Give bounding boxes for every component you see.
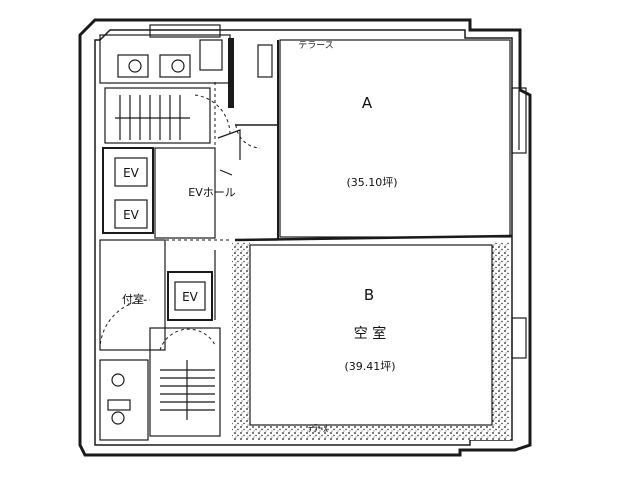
office-b-status: 空 室 — [354, 325, 386, 342]
speckle-band-bottom — [232, 424, 510, 440]
stair-enclosure — [104, 87, 211, 144]
office-b-area — [249, 244, 493, 426]
outer-walls — [78, 18, 532, 457]
sink-fixture — [199, 39, 223, 71]
elevator-label-1: EV — [123, 166, 140, 180]
elevator-car-2 — [114, 199, 148, 229]
toilet-bowl — [171, 59, 185, 73]
toilet-fixture — [117, 54, 149, 78]
office-a-area — [279, 39, 511, 238]
staircase-upper — [104, 87, 231, 144]
window-frame-right — [511, 87, 527, 154]
elevator-shaft-3 — [167, 271, 213, 321]
elevator-car-3 — [174, 281, 206, 311]
restroom-area — [99, 34, 231, 84]
office-a-label: A — [362, 94, 373, 112]
wall-column — [228, 38, 234, 108]
elevator-hall: EVホール — [154, 129, 241, 239]
toilet-fixture — [159, 54, 191, 78]
duct-space — [149, 24, 221, 38]
terrace-label-top: テラース — [298, 40, 334, 51]
elevator-shaft — [102, 147, 154, 234]
office-b-area-label: (39.41坪) — [344, 360, 395, 373]
elevator-stack: EV EV — [102, 147, 154, 234]
pipe-shaft — [257, 44, 273, 78]
door-swing — [194, 94, 231, 136]
ev-hall-label: EVホール — [188, 186, 235, 199]
ev-hall-area — [154, 147, 216, 239]
door-swing-lower — [99, 299, 151, 351]
terrace-label-bottom: ﾃﾗｰｽ — [308, 424, 328, 435]
office-a-area-label: (35.10坪) — [346, 176, 397, 189]
speckle-band-left — [232, 242, 250, 440]
office-a: A (35.10坪) テラース — [279, 39, 527, 238]
elevator-car-1 — [114, 157, 148, 187]
restroom-lower-area — [99, 359, 149, 441]
stair-enclosure-lower — [149, 327, 221, 437]
elevator-label-3: EV — [182, 290, 199, 304]
office-b: B 空 室 (39.41坪) ﾃﾗｰｽ — [232, 242, 527, 440]
speckle-band-right — [492, 242, 510, 440]
staircase-lower — [149, 327, 221, 437]
toilet-bowl — [128, 59, 142, 73]
office-b-label: B — [364, 286, 374, 304]
service-room-label: 付室 — [122, 292, 144, 306]
hall-door — [217, 129, 241, 160]
elevator-label-2: EV — [123, 208, 140, 222]
partition-a-b — [234, 234, 513, 242]
service-room-area — [99, 239, 166, 351]
restroom-block-bottom — [99, 359, 149, 441]
window-frame-right-lower — [511, 317, 527, 359]
service-room: 付室 EV — [99, 239, 216, 351]
outer-wall-path — [78, 18, 532, 457]
inner-wall-path — [94, 29, 513, 446]
restroom-block-top — [99, 24, 273, 108]
